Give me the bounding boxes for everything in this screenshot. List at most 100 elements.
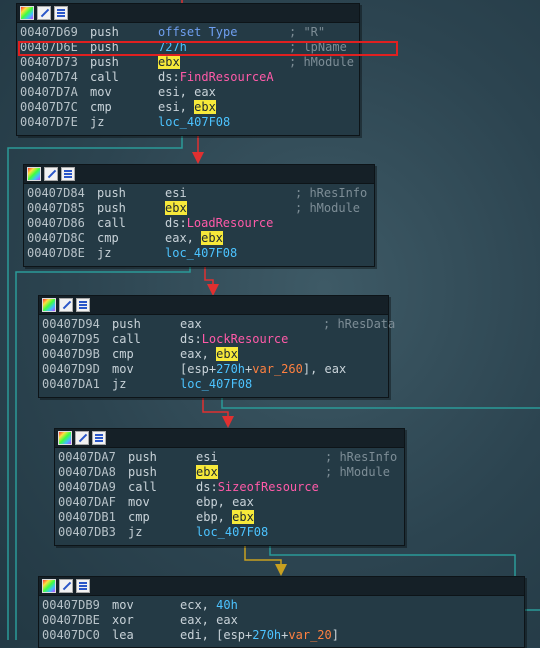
block-header: [17, 4, 359, 23]
list-icon[interactable]: [76, 579, 90, 593]
operand-token: +: [245, 362, 253, 376]
api-name[interactable]: LockResource: [201, 332, 289, 346]
operands: ecx, 40h: [180, 598, 238, 613]
operand-token: [esp+: [180, 362, 217, 376]
api-name[interactable]: FindResourceA: [179, 70, 274, 84]
operand-token[interactable]: ebx: [216, 347, 238, 361]
operands: ebp, eax: [196, 495, 254, 510]
mnemonic: push: [112, 317, 141, 331]
edge-false-b1: [7, 134, 183, 640]
edit-icon[interactable]: [37, 6, 51, 20]
address: 00407DB1: [58, 510, 116, 524]
mnemonic: push: [97, 201, 126, 215]
operands: ebx: [165, 201, 187, 216]
operands: edi, [esp+270h+var_20]: [180, 628, 339, 643]
list-icon[interactable]: [61, 167, 75, 181]
mnemonic: jz: [128, 525, 143, 539]
graph-overview-icon[interactable]: [42, 298, 56, 312]
operand-token: ds:: [158, 70, 180, 84]
jump-target[interactable]: loc_407F08: [180, 377, 253, 391]
operand-token: ebp,: [196, 510, 233, 524]
jump-target[interactable]: loc_407F08: [158, 115, 231, 129]
address: 00407D9B: [42, 347, 100, 361]
operands: eax, ebx: [180, 347, 238, 362]
operands: [esp+270h+var_260], eax: [180, 362, 346, 377]
list-icon[interactable]: [76, 298, 90, 312]
operand-token[interactable]: ebx: [194, 100, 216, 114]
jump-target[interactable]: loc_407F08: [165, 246, 238, 260]
api-name[interactable]: SizeofResource: [217, 480, 319, 494]
operands: loc_407F08: [158, 115, 230, 130]
edit-icon[interactable]: [44, 167, 58, 181]
operands: ds:SizeofResource: [196, 480, 319, 495]
mnemonic: cmp: [128, 510, 150, 524]
operand-token[interactable]: ebx: [158, 55, 180, 69]
mnemonic: push: [90, 55, 119, 69]
operands: 727h: [158, 40, 187, 55]
operands: ebx: [158, 55, 180, 70]
api-name[interactable]: LoadResource: [186, 216, 274, 230]
address: 00407D7C: [20, 100, 78, 114]
mnemonic: push: [90, 40, 119, 54]
list-icon[interactable]: [54, 6, 68, 20]
graph-overview-icon[interactable]: [27, 167, 41, 181]
graph-overview-icon[interactable]: [58, 431, 72, 445]
comment: ; hModule: [325, 465, 391, 479]
edit-icon[interactable]: [59, 579, 73, 593]
edge-b2-b3: [204, 265, 219, 296]
operand-token[interactable]: ebx: [201, 231, 223, 245]
list-icon[interactable]: [92, 431, 106, 445]
mnemonic: call: [128, 480, 157, 494]
operand-token[interactable]: ebx: [232, 510, 254, 524]
asm-line[interactable]: 00407DB1 cmp ebp, ebx: [58, 510, 404, 525]
address: 00407D95: [42, 332, 100, 346]
edit-icon[interactable]: [59, 298, 73, 312]
graph-overview-icon[interactable]: [42, 579, 56, 593]
edit-icon[interactable]: [75, 431, 89, 445]
address: 00407D8C: [27, 231, 85, 245]
address: 00407D85: [27, 201, 85, 215]
mnemonic: lea: [112, 628, 134, 642]
operand-token[interactable]: ebx: [165, 201, 187, 215]
address: 00407DBE: [42, 613, 100, 627]
operands: ebx: [196, 465, 218, 480]
operand-token: esi,: [158, 100, 195, 114]
graph-overview-icon[interactable]: [20, 6, 34, 20]
comment: ; "R": [289, 25, 326, 39]
jump-target[interactable]: loc_407F08: [196, 525, 269, 539]
mnemonic: xor: [112, 613, 134, 627]
operand-token: eax: [180, 317, 202, 331]
operands: loc_407F08: [180, 377, 252, 392]
operand-token[interactable]: ebx: [196, 465, 218, 479]
